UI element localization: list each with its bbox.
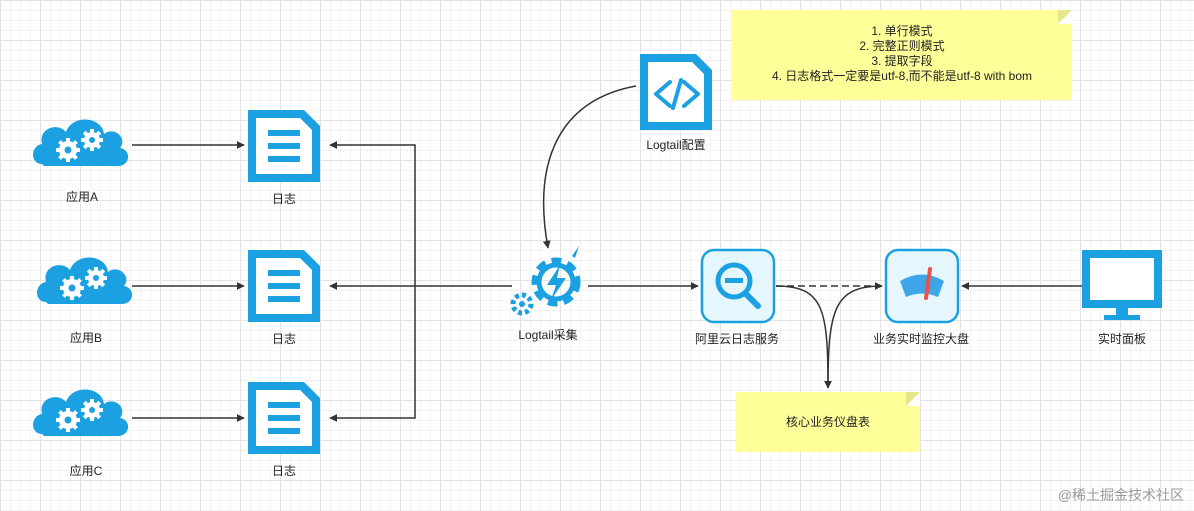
edges	[132, 85, 1082, 422]
app-a-label: 应用A	[65, 190, 99, 204]
core-dashboard-note-text: 核心业务仪盘表	[785, 415, 870, 429]
app-b-cloud-icon	[37, 257, 133, 304]
edge-log-service-to-core-dashboard	[775, 285, 832, 389]
log-a-label: 日志	[271, 192, 297, 206]
realtime-panel-label: 实时面板	[1097, 332, 1147, 346]
realtime-panel-monitor-icon	[1082, 250, 1162, 320]
log-b-label: 日志	[271, 332, 297, 346]
note-line: 1. 单行模式	[871, 24, 933, 38]
log-c-label: 日志	[271, 464, 297, 478]
log-service-search-icon	[700, 248, 776, 324]
monitor-dashboard-gauge-icon	[884, 248, 960, 324]
edge-config-to-logtail	[542, 85, 637, 249]
edge-logtail-to-log-c	[329, 286, 416, 422]
note-line: 2. 完整正则模式	[859, 39, 945, 53]
note-line: 3. 提取字段	[871, 54, 933, 68]
logtail-collect-label: Logtail采集	[518, 328, 578, 342]
log-service-label: 阿里云日志服务	[694, 332, 780, 346]
edge-logtail-to-log-a	[329, 141, 416, 286]
app-b-label: 应用B	[69, 331, 103, 345]
edge-monitor-to-core-dashboard	[827, 285, 883, 389]
monitor-dashboard-label: 业务实时监控大盘	[872, 332, 970, 346]
log-b-document-icon	[248, 250, 320, 322]
core-dashboard-note: 核心业务仪盘表	[736, 392, 920, 452]
app-a-cloud-icon	[33, 119, 129, 166]
logtail-config-label: Logtail配置	[646, 138, 706, 152]
log-c-document-icon	[248, 382, 320, 454]
config-modes-note: 1. 单行模式 2. 完整正则模式 3. 提取字段 4. 日志格式一定要是utf…	[732, 10, 1072, 100]
app-c-cloud-icon	[33, 389, 129, 436]
log-a-document-icon	[248, 110, 320, 182]
note-line: 4. 日志格式一定要是utf-8,而不能是utf-8 with bom	[771, 69, 1033, 83]
app-c-label: 应用C	[69, 464, 103, 478]
logtail-collect-gear-icon	[510, 246, 581, 316]
logtail-config-code-icon	[640, 54, 712, 130]
watermark: @稀土掘金技术社区	[1057, 487, 1184, 503]
